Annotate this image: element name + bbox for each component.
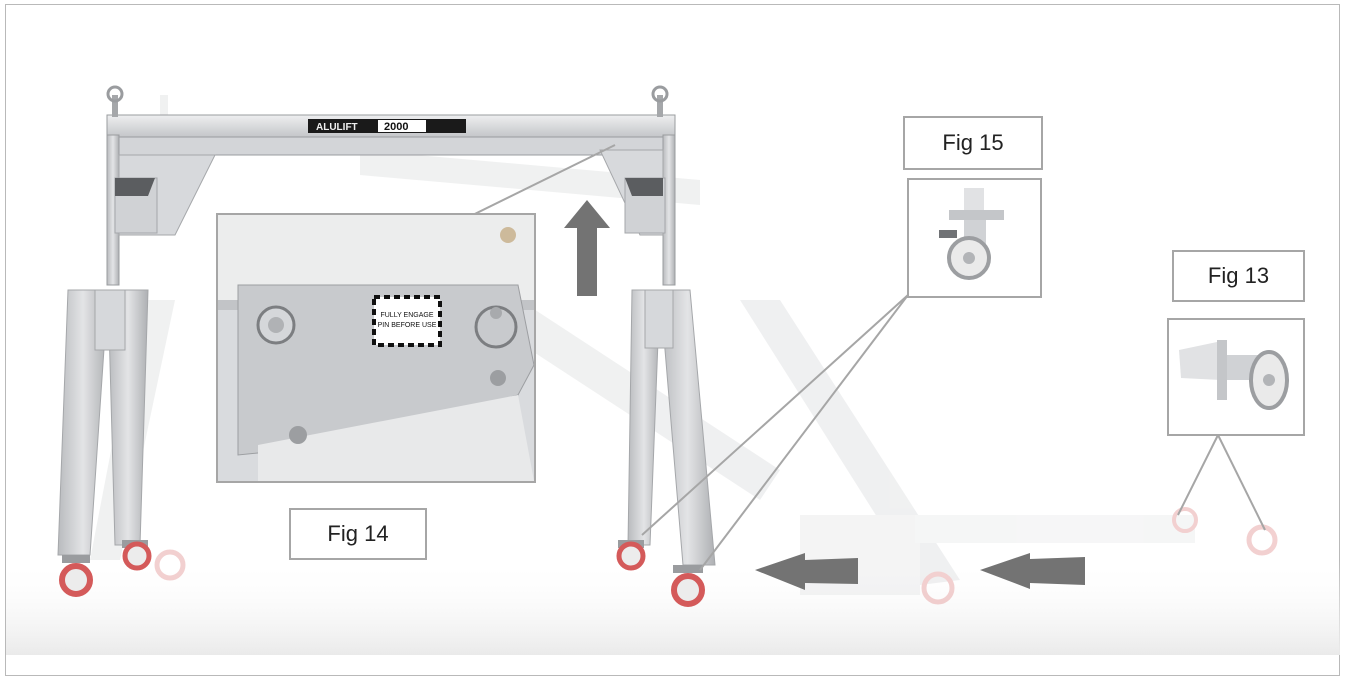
fig13-inset-image: [1167, 318, 1305, 436]
brand-badge: ALULIFT 2000: [308, 119, 466, 133]
arrow-up: [564, 200, 610, 296]
fig15-label: Fig 15: [903, 116, 1043, 170]
arrow-left-2: [980, 553, 1085, 589]
fig14-inset-image: FULLY ENGAGE PIN BEFORE USE: [216, 213, 536, 483]
fig14-label: Fig 14: [289, 508, 427, 560]
left-upright: [106, 134, 216, 286]
svg-text:ALULIFT: ALULIFT: [316, 122, 358, 133]
floor-shadow: [6, 560, 1340, 655]
fig15-inset-image: [907, 178, 1042, 298]
caster-wheels: [59, 540, 705, 607]
right-upright: [599, 134, 676, 286]
svg-text:2000: 2000: [384, 121, 408, 133]
right-legs: [627, 289, 716, 566]
left-legs: [57, 289, 149, 556]
fig13-label: Fig 13: [1172, 250, 1305, 302]
warning-sticker: FULLY ENGAGE PIN BEFORE USE: [372, 295, 442, 347]
arrow-left-1: [755, 553, 858, 590]
svg-text:PIN BEFORE USE: PIN BEFORE USE: [378, 322, 437, 329]
svg-text:FULLY ENGAGE: FULLY ENGAGE: [380, 312, 433, 319]
